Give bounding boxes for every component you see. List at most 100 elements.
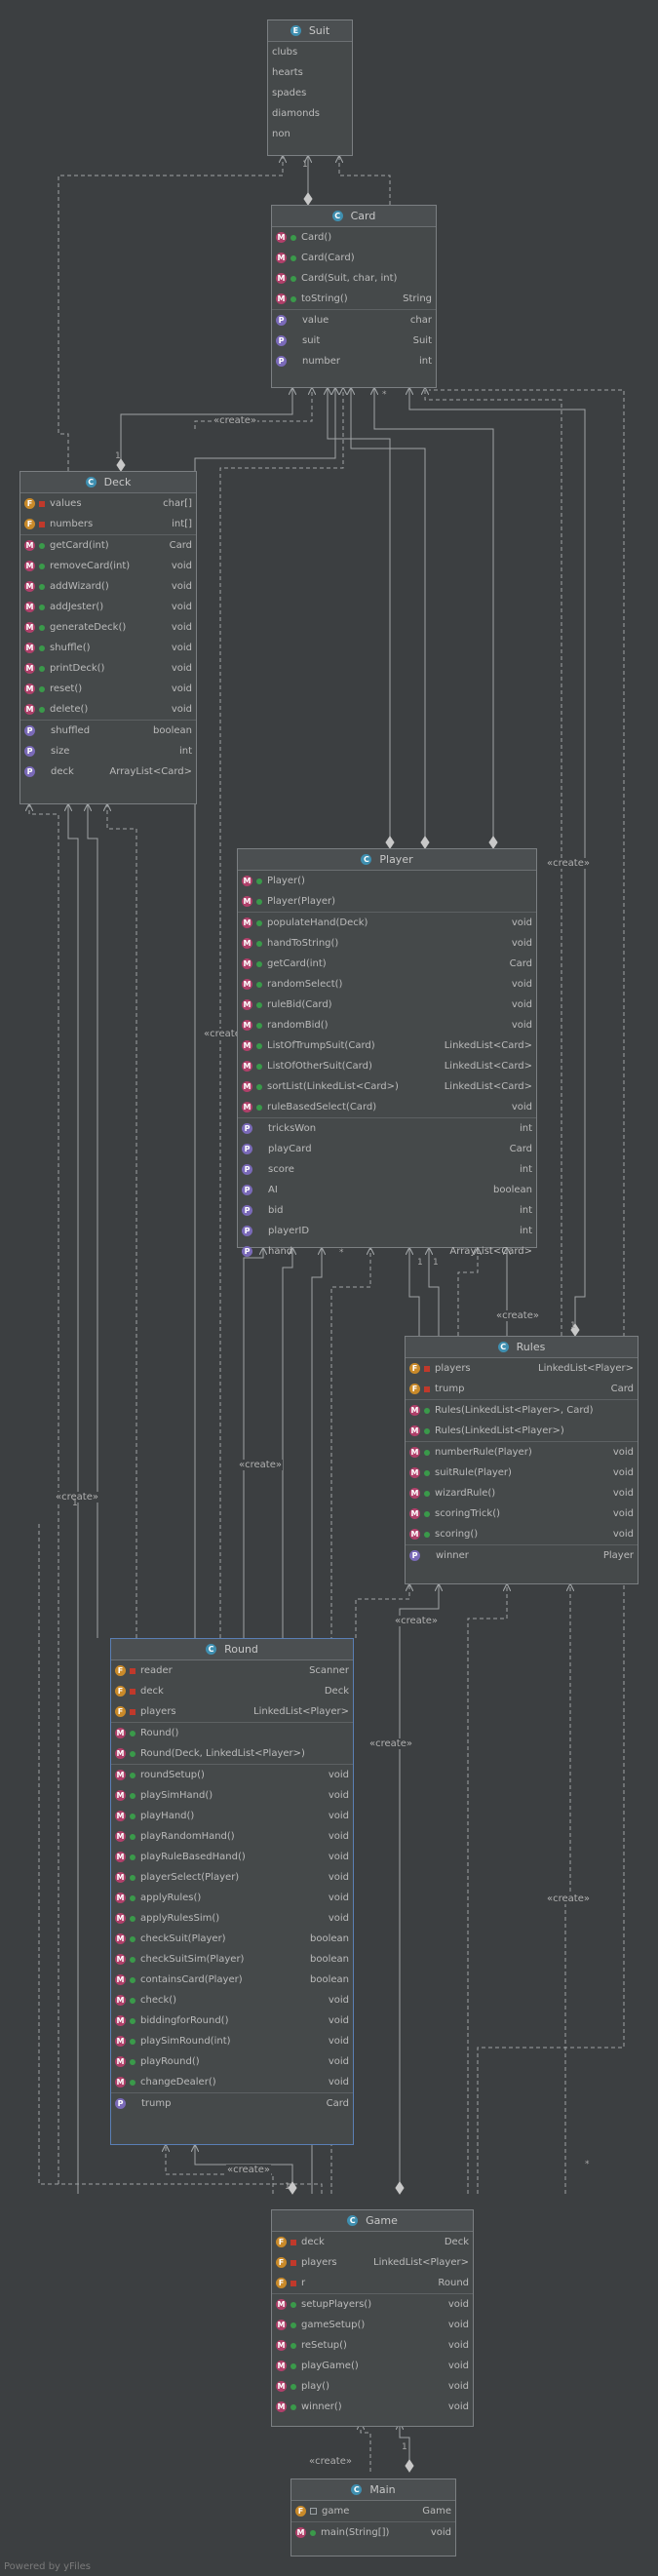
member-row[interactable]: spades (268, 83, 352, 103)
visibility-icon (130, 1935, 135, 1942)
member-row[interactable]: clubs (268, 42, 352, 62)
visibility-icon (39, 604, 45, 610)
member-row[interactable]: diamonds (268, 103, 352, 124)
member-row[interactable]: non (268, 124, 352, 144)
member-row[interactable]: hearts (268, 62, 352, 83)
member-name: reader (140, 1665, 173, 1676)
class-icon: C (85, 477, 97, 488)
